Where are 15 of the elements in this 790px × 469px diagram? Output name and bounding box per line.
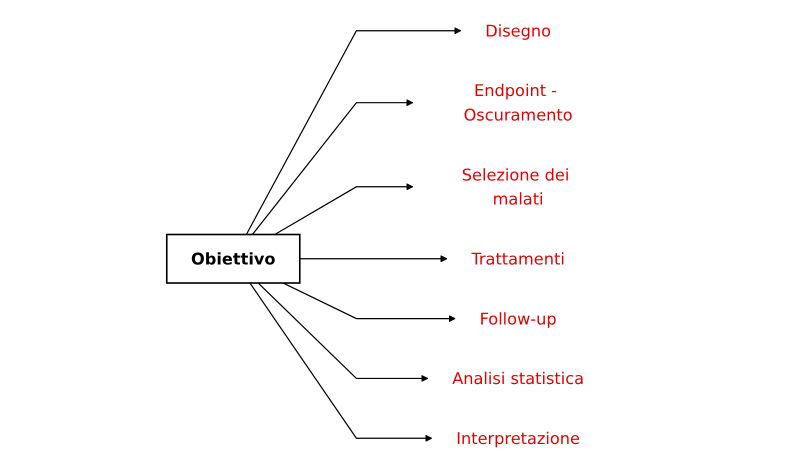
- node-text: Endpoint - Oscuramento: [464, 80, 573, 125]
- arrow: [258, 282, 428, 382]
- node-text: Follow-up: [480, 308, 557, 328]
- arrow: [300, 255, 448, 262]
- node-text: Selezione dei malati: [462, 164, 570, 209]
- node-text: Trattamenti: [471, 249, 565, 268]
- node-text: Interpretazione: [456, 428, 580, 448]
- node-text: Analisi statistica: [452, 368, 584, 388]
- arrow: [274, 183, 414, 236]
- arrow: [249, 282, 432, 442]
- arrow: [282, 282, 456, 322]
- arrow: [252, 99, 414, 235]
- arrow: [246, 27, 462, 235]
- node-box: Obiettivo: [166, 234, 301, 284]
- node-text: Disegno: [485, 21, 551, 40]
